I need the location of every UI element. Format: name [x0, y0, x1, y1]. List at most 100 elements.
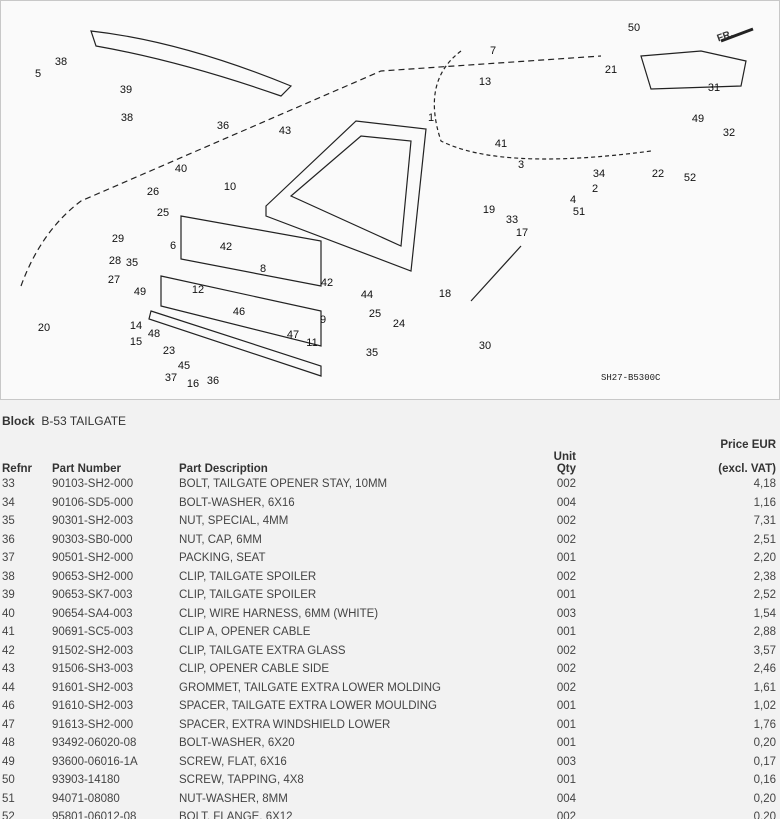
callout[interactable]: 3 — [517, 159, 525, 171]
description-cell: BOLT, FLANGE, 6X12 — [179, 811, 293, 819]
callout[interactable]: 41 — [494, 138, 508, 150]
price-cell: 3,57 — [753, 644, 776, 657]
callout[interactable]: 33 — [505, 214, 519, 226]
callout[interactable]: 29 — [111, 233, 125, 245]
callout[interactable]: 43 — [278, 125, 292, 137]
refnr-cell: 49 — [2, 755, 15, 768]
callout[interactable]: 7 — [489, 45, 497, 57]
description-cell: NUT-WASHER, 8MM — [179, 792, 288, 805]
callout[interactable]: 14 — [129, 320, 143, 332]
callout[interactable]: 22 — [651, 168, 665, 180]
callout[interactable]: 39 — [119, 84, 133, 96]
callout[interactable]: 19 — [482, 204, 496, 216]
callout[interactable]: 25 — [368, 308, 382, 320]
callout[interactable]: 13 — [478, 76, 492, 88]
callout[interactable]: 32 — [722, 127, 736, 139]
part-number-cell: 91613-SH2-000 — [52, 718, 134, 731]
price-cell: 2,88 — [753, 626, 776, 639]
callout[interactable]: 40 — [174, 163, 188, 175]
price-cell: 1,16 — [753, 496, 776, 509]
callout[interactable]: 24 — [392, 318, 406, 330]
header-row: Price EUR — [0, 433, 780, 451]
callout[interactable]: 21 — [604, 64, 618, 76]
callout[interactable]: 35 — [125, 257, 139, 269]
callout[interactable]: 52 — [683, 172, 697, 184]
callout[interactable]: 26 — [146, 186, 160, 198]
callout[interactable]: 38 — [120, 112, 134, 124]
callout[interactable]: 51 — [572, 206, 586, 218]
callout[interactable]: 15 — [129, 336, 143, 348]
callout[interactable]: 23 — [162, 345, 176, 357]
parts-table: Price EUR Refnr Part Number Part Descrip… — [0, 433, 780, 819]
callout[interactable]: 4 — [569, 194, 577, 206]
callout[interactable]: 49 — [133, 286, 147, 298]
description-cell: CLIP, TAILGATE SPOILER — [179, 570, 317, 583]
callout[interactable]: 36 — [206, 375, 220, 387]
callout[interactable]: 48 — [147, 328, 161, 340]
callout[interactable]: 44 — [360, 289, 374, 301]
callout[interactable]: 28 — [108, 255, 122, 267]
callout[interactable]: 27 — [107, 274, 121, 286]
callout[interactable]: 2 — [591, 183, 599, 195]
callout[interactable]: 18 — [438, 288, 452, 300]
unit-qty-header: Unit Qty — [553, 451, 576, 475]
callout[interactable]: 8 — [259, 263, 267, 275]
callout[interactable]: 34 — [592, 168, 606, 180]
block-name: B-53 TAILGATE — [41, 414, 127, 428]
callout[interactable]: 30 — [478, 340, 492, 352]
callout[interactable]: 12 — [191, 284, 205, 296]
callout[interactable]: 16 — [186, 378, 200, 390]
callout[interactable]: 35 — [365, 347, 379, 359]
callout[interactable]: 31 — [707, 82, 721, 94]
refnr-cell: 48 — [2, 737, 15, 750]
callout[interactable]: 6 — [169, 240, 177, 252]
callout[interactable]: 37 — [164, 372, 178, 384]
callout[interactable]: 20 — [37, 322, 51, 334]
callout[interactable]: 42 — [320, 277, 334, 289]
header-row: Refnr Part Number Part Description Unit … — [0, 451, 780, 475]
refnr-cell: 50 — [2, 774, 15, 787]
description-cell: CLIP, OPENER CABLE SIDE — [179, 663, 329, 676]
diagram-caption: SH27-B5300C — [601, 373, 661, 383]
callout[interactable]: 42 — [219, 241, 233, 253]
callout[interactable]: 46 — [232, 306, 246, 318]
callout[interactable]: 47 — [286, 329, 300, 341]
callout[interactable]: 45 — [177, 360, 191, 372]
callout[interactable]: 10 — [223, 181, 237, 193]
callout[interactable]: 1 — [427, 112, 435, 124]
callout[interactable]: 11 — [306, 337, 318, 349]
refnr-cell: 35 — [2, 515, 15, 528]
callout[interactable]: 38 — [54, 56, 68, 68]
callout[interactable]: 25 — [156, 207, 170, 219]
callout[interactable]: 50 — [627, 22, 641, 34]
part-number-cell: 90103-SH2-000 — [52, 478, 134, 491]
part-number-cell: 90106-SD5-000 — [52, 496, 134, 509]
refnr-cell: 51 — [2, 792, 15, 805]
callout[interactable]: 17 — [515, 227, 529, 239]
callout[interactable]: 36 — [216, 120, 230, 132]
stay — [470, 245, 522, 302]
callout[interactable]: 5 — [34, 68, 42, 80]
part-number-cell: 90301-SH2-003 — [52, 515, 134, 528]
callout[interactable]: 9 — [319, 314, 327, 326]
callout[interactable]: 49 — [691, 113, 705, 125]
